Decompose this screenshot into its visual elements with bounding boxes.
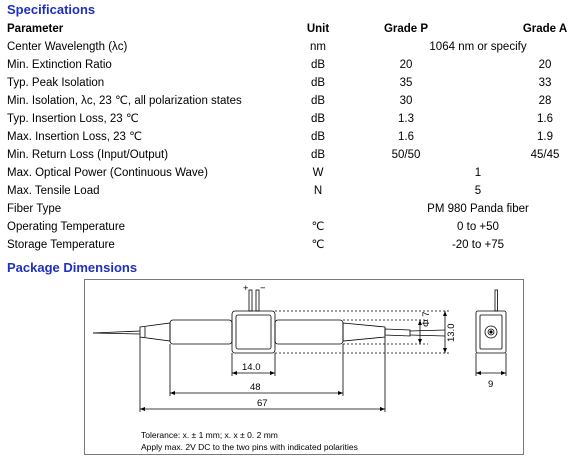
center-housing — [231, 310, 276, 354]
pin-minus — [255, 289, 260, 312]
package-dimensions-title: Package Dimensions — [7, 260, 138, 275]
table-row: Storage Temperature℃-20 to +75 — [0, 236, 580, 254]
param-cell: Min. Extinction Ratio — [7, 59, 112, 71]
dim-48: 48 — [250, 382, 261, 393]
input-fiber — [92, 330, 141, 334]
param-cell: Max. Optical Power (Continuous Wave) — [7, 167, 208, 179]
dim-diameter: Φ 7 — [421, 311, 432, 327]
pin-plus — [248, 289, 253, 312]
table-row: Min. Isolation, λc, 23 ℃, all polarizati… — [0, 92, 580, 110]
param-cell: Max. Tensile Load — [7, 185, 100, 197]
header-parameter: Parameter — [7, 23, 64, 35]
left-boot — [139, 322, 171, 342]
param-cell: Fiber Type — [7, 203, 62, 215]
output-fiber — [409, 329, 446, 332]
pin-plus-label: + — [243, 283, 249, 294]
specifications-table: Parameter Unit Grade P Grade A Center Wa… — [0, 20, 580, 254]
voltage-note: Apply max. 2V DC to the two pins with in… — [141, 442, 358, 452]
dim-height: 13.0 — [446, 323, 457, 343]
package-drawing — [92, 289, 507, 412]
left-tube — [169, 319, 233, 345]
side-view-housing — [475, 310, 507, 354]
table-header-row: Parameter Unit Grade P Grade A — [0, 20, 580, 38]
param-cell: Min. Isolation, λc, 23 ℃, all polarizati… — [7, 95, 242, 107]
param-cell: Min. Return Loss (Input/Output) — [7, 149, 169, 161]
dim-width: 9 — [488, 379, 494, 390]
param-cell: Operating Temperature — [7, 221, 126, 233]
param-cell: Center Wavelength (λc) — [7, 41, 128, 53]
pin-minus-label: − — [260, 283, 266, 294]
param-cell: Typ. Peak Isolation — [7, 77, 105, 89]
dim-67: 67 — [257, 398, 268, 409]
param-cell: Max. Insertion Loss, 23 ℃ — [7, 131, 143, 143]
package-diagram: + − 14.0 48 67 Φ 7 13.0 9 Tolerance: x. … — [84, 279, 524, 455]
tolerance-note: Tolerance: x. ± 1 mm; x. x ± 0. 2 mm — [141, 430, 278, 440]
side-view-port — [484, 325, 498, 339]
right-boot — [342, 322, 386, 342]
param-cell: Storage Temperature — [7, 239, 115, 251]
param-cell: Typ. Insertion Loss, 23 ℃ — [7, 113, 139, 125]
dim-body-length: 14.0 — [242, 362, 261, 373]
specifications-title: Specifications — [7, 2, 96, 17]
right-tube — [274, 319, 344, 345]
